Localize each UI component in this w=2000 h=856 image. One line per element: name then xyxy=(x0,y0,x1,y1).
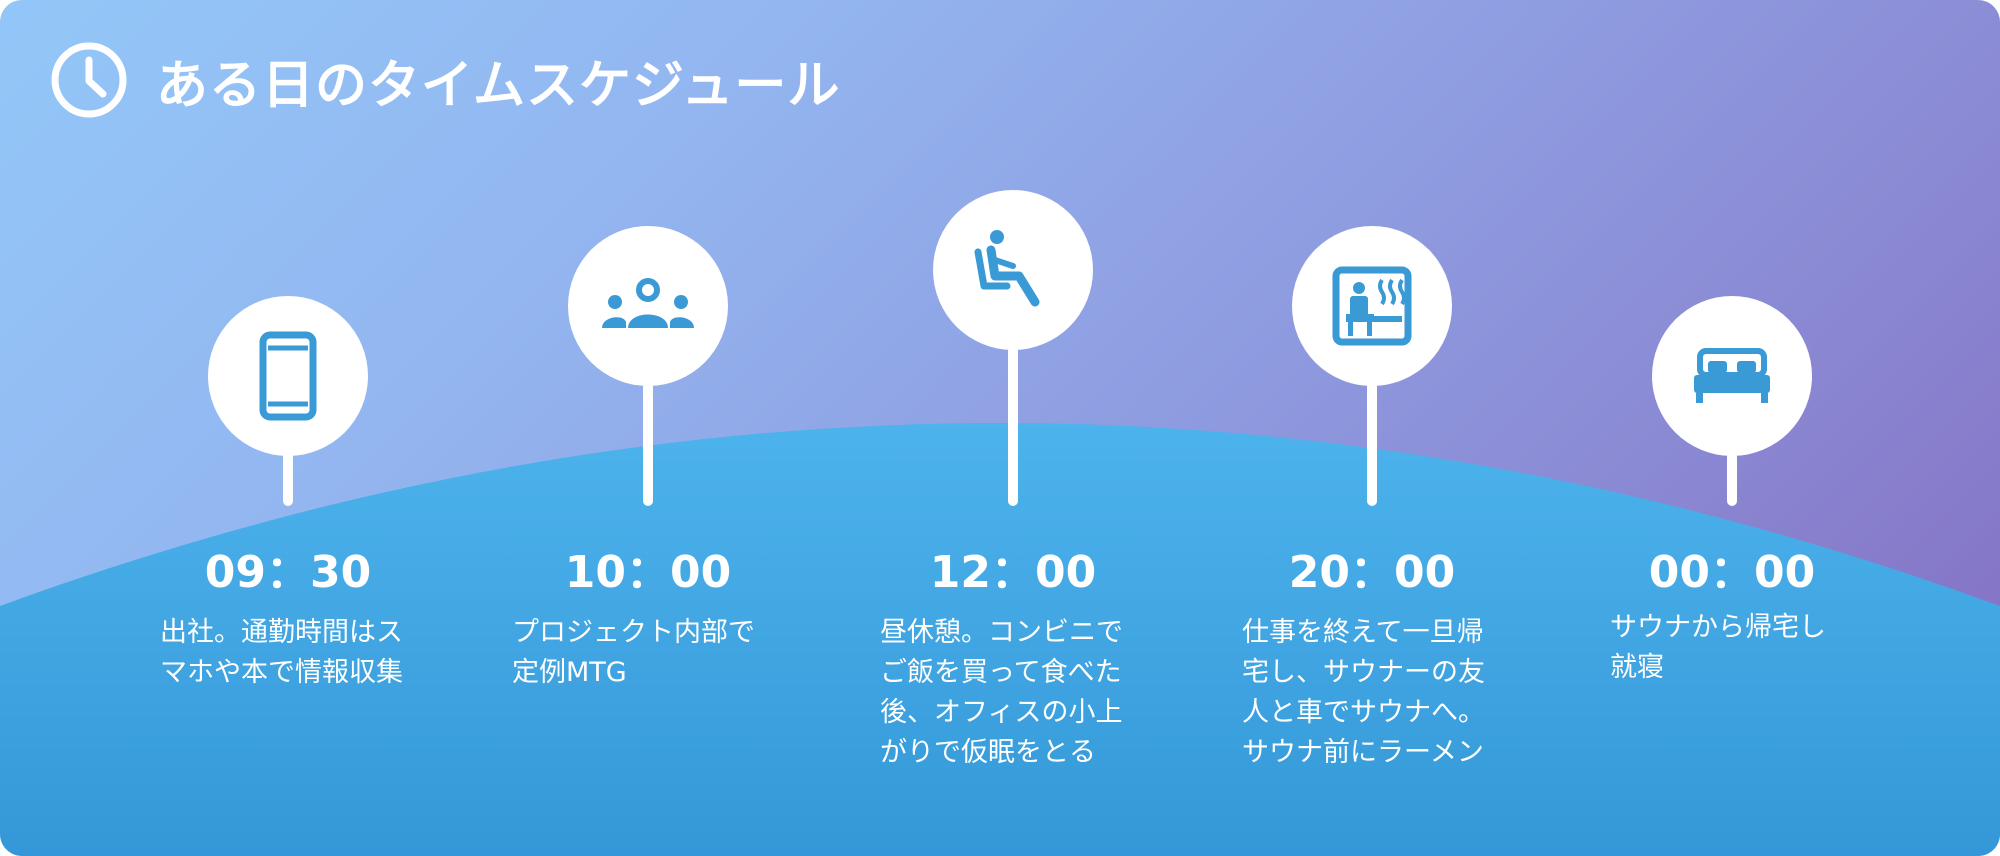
pin-stem xyxy=(643,382,653,506)
icon-circle xyxy=(933,190,1093,350)
description: 仕事を終えて一旦帰 宅し、サウナーの友 人と車でサウナへ。 サウナ前にラーメン xyxy=(1242,617,1485,768)
icon-circle xyxy=(1652,296,1812,456)
description: 出社。通勤時間はス マホや本で情報収集 xyxy=(160,617,403,688)
header: ある日のタイムスケジュール xyxy=(50,40,840,120)
group-icon xyxy=(602,278,694,328)
pin-stem xyxy=(1008,346,1018,506)
pin-stem xyxy=(283,452,293,506)
time-label: 12：00 xyxy=(929,547,1097,598)
icon-circle xyxy=(208,296,368,456)
time-label: 09：30 xyxy=(204,547,372,598)
pin-stem xyxy=(1727,452,1737,506)
clock-icon xyxy=(51,42,127,118)
time-label: 10：00 xyxy=(564,547,732,598)
pin-stem xyxy=(1367,382,1377,506)
bed-icon xyxy=(1694,348,1770,403)
time-label: 00：00 xyxy=(1648,547,1816,598)
icon-circle xyxy=(568,226,728,386)
time-label: 20：00 xyxy=(1288,547,1456,598)
description: プロジェクト内部で 定例MTG xyxy=(512,617,755,688)
smartphone-icon xyxy=(259,331,317,421)
description: サウナから帰宅し 就寝 xyxy=(1610,612,1826,683)
sauna-icon xyxy=(1332,266,1412,346)
description: 昼休憩。コンビニで ご飯を買って食べた 後、オフィスの小上 がりで仮眠をとる xyxy=(880,617,1123,768)
seated-person-icon xyxy=(974,230,1040,307)
icon-circle xyxy=(1292,226,1452,386)
page-title: ある日のタイムスケジュール xyxy=(156,55,841,116)
